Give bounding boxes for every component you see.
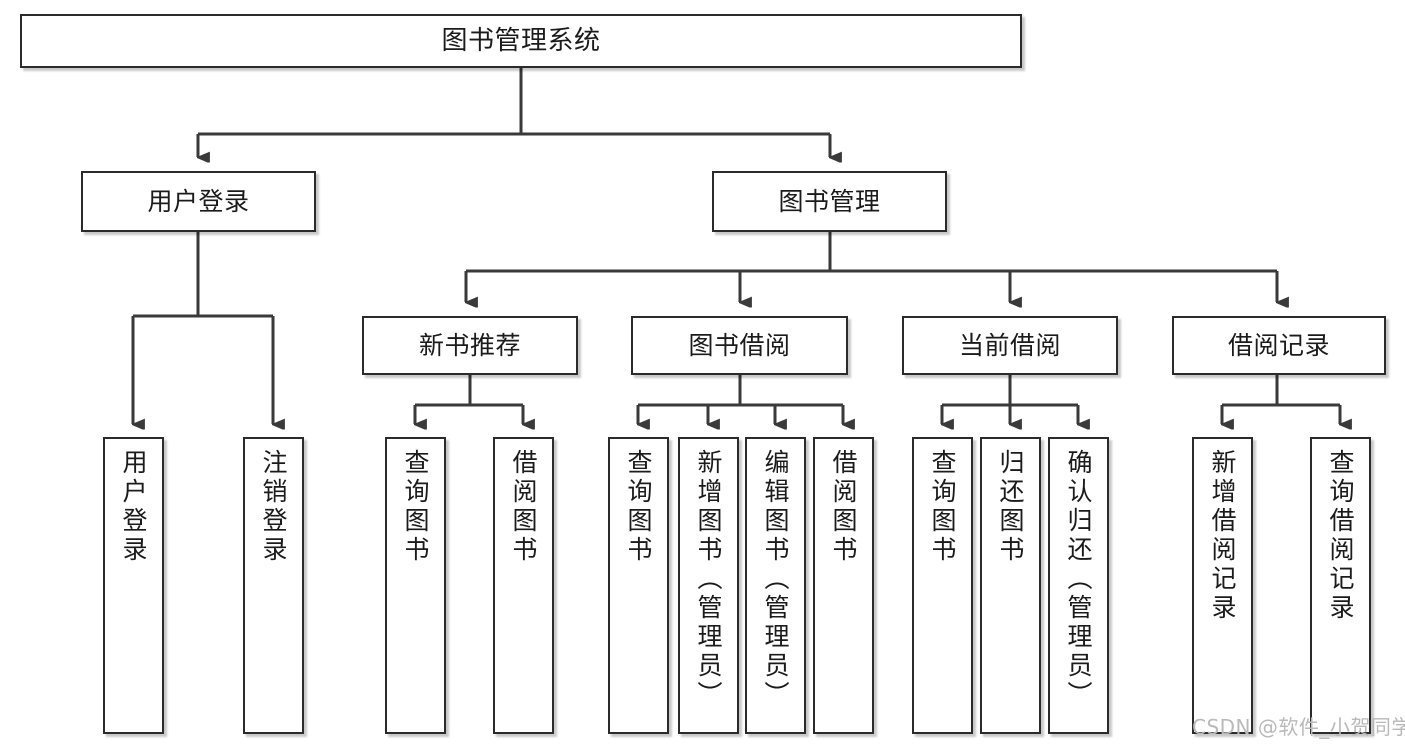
node-leaf-borrow-book-2[interactable]: 借阅图书 (813, 437, 874, 734)
node-label: 新增图书（管理员） (694, 449, 723, 710)
node-label: 借阅图书 (829, 449, 858, 565)
node-user-login[interactable]: 用户登录 (81, 171, 316, 232)
node-label: 新增借阅记录 (1208, 449, 1237, 623)
node-label: 图书管理系统 (441, 25, 601, 56)
node-root-system[interactable]: 图书管理系统 (20, 14, 1022, 68)
node-leaf-query-record[interactable]: 查询借阅记录 (1310, 437, 1371, 734)
node-label: 新书推荐 (418, 331, 521, 360)
node-leaf-add-record[interactable]: 新增借阅记录 (1192, 437, 1253, 734)
node-label: 注销登录 (259, 449, 288, 565)
node-label: 编辑图书（管理员） (761, 449, 790, 710)
node-label: 查询借阅记录 (1326, 449, 1355, 623)
node-leaf-return-book[interactable]: 归还图书 (980, 437, 1041, 734)
node-leaf-logout[interactable]: 注销登录 (243, 437, 304, 734)
node-label: 借阅图书 (509, 449, 538, 565)
node-label: 查询图书 (401, 449, 430, 565)
node-label: 查询图书 (624, 449, 653, 565)
node-label: 用户登录 (147, 187, 250, 216)
node-new-book-recommend[interactable]: 新书推荐 (362, 316, 578, 375)
node-book-management[interactable]: 图书管理 (712, 171, 947, 232)
node-leaf-borrow-book-1[interactable]: 借阅图书 (493, 437, 554, 734)
node-leaf-confirm-return[interactable]: 确认归还（管理员） (1048, 437, 1109, 734)
node-book-borrow[interactable]: 图书借阅 (631, 316, 848, 375)
node-label: 用户登录 (119, 449, 148, 565)
node-label: 归还图书 (996, 449, 1025, 565)
node-leaf-edit-book[interactable]: 编辑图书（管理员） (745, 437, 806, 734)
node-label: 确认归还（管理员） (1064, 449, 1093, 710)
node-current-borrow[interactable]: 当前借阅 (902, 316, 1118, 375)
node-borrow-record[interactable]: 借阅记录 (1172, 316, 1386, 375)
node-leaf-add-book[interactable]: 新增图书（管理员） (678, 437, 739, 734)
node-label: 查询图书 (928, 449, 957, 565)
node-leaf-query-book-3[interactable]: 查询图书 (912, 437, 973, 734)
node-leaf-query-book-1[interactable]: 查询图书 (385, 437, 446, 734)
node-leaf-user-login[interactable]: 用户登录 (103, 437, 164, 734)
node-label: 借阅记录 (1227, 331, 1330, 360)
node-label: 图书借阅 (688, 331, 791, 360)
node-label: 图书管理 (778, 187, 881, 216)
node-label: 当前借阅 (958, 331, 1061, 360)
node-leaf-query-book-2[interactable]: 查询图书 (608, 437, 669, 734)
